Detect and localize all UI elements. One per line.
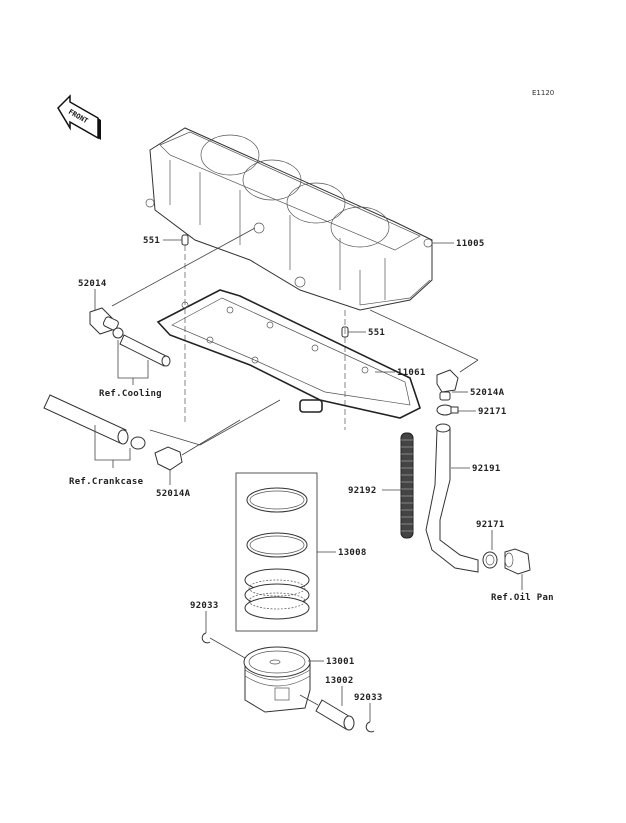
- label-92192[interactable]: 92192: [348, 486, 377, 496]
- label-13001[interactable]: 13001: [326, 657, 355, 667]
- oil-hose[interactable]: [425, 423, 479, 573]
- label-52014A-upper[interactable]: 52014A: [470, 388, 505, 398]
- label-551-upper[interactable]: 551: [143, 236, 160, 246]
- diagram-code: E1120: [532, 89, 554, 97]
- fitting-52014A-lower[interactable]: [154, 446, 183, 471]
- piston-ring-set[interactable]: [235, 472, 318, 632]
- label-92033-left[interactable]: 92033: [190, 601, 219, 611]
- cooling-hose: [119, 334, 171, 367]
- clamp-cooling: [112, 327, 124, 339]
- label-92033-right[interactable]: 92033: [354, 693, 383, 703]
- label-52014[interactable]: 52014: [78, 279, 107, 289]
- spring-hose[interactable]: [400, 432, 414, 539]
- hose-clamp-lower[interactable]: [482, 551, 498, 569]
- piston-pin[interactable]: [315, 699, 355, 731]
- label-92191[interactable]: 92191: [472, 464, 501, 474]
- circlip-left[interactable]: [201, 632, 211, 644]
- piston[interactable]: [243, 646, 311, 713]
- label-ref-crankcase[interactable]: Ref.Crankcase: [69, 477, 144, 487]
- label-11061[interactable]: 11061: [397, 368, 426, 378]
- cylinder-block[interactable]: [145, 127, 433, 311]
- label-13002[interactable]: 13002: [325, 676, 354, 686]
- fitting-52014[interactable]: [89, 307, 119, 335]
- circlip-right[interactable]: [365, 721, 375, 733]
- dowel-pin-upper[interactable]: [181, 234, 189, 246]
- label-92171-lower[interactable]: 92171: [476, 520, 505, 530]
- oil-pan-fitting: [504, 548, 531, 575]
- label-13008[interactable]: 13008: [338, 548, 367, 558]
- fitting-52014A-upper[interactable]: [436, 369, 459, 401]
- label-11005[interactable]: 11005: [456, 239, 485, 249]
- front-arrow-icon: FRONT: [57, 94, 101, 140]
- crankcase-hose: [43, 394, 129, 445]
- label-551-lower[interactable]: 551: [368, 328, 385, 338]
- label-ref-oil-pan[interactable]: Ref.Oil Pan: [491, 592, 554, 603]
- clamp-crankcase: [130, 436, 146, 450]
- cylinder-gasket[interactable]: [156, 289, 421, 419]
- hose-clamp-upper[interactable]: [436, 404, 459, 416]
- label-52014A-lower[interactable]: 52014A: [156, 489, 191, 499]
- label-ref-cooling[interactable]: Ref.Cooling: [99, 388, 162, 399]
- label-92171-upper[interactable]: 92171: [478, 407, 507, 417]
